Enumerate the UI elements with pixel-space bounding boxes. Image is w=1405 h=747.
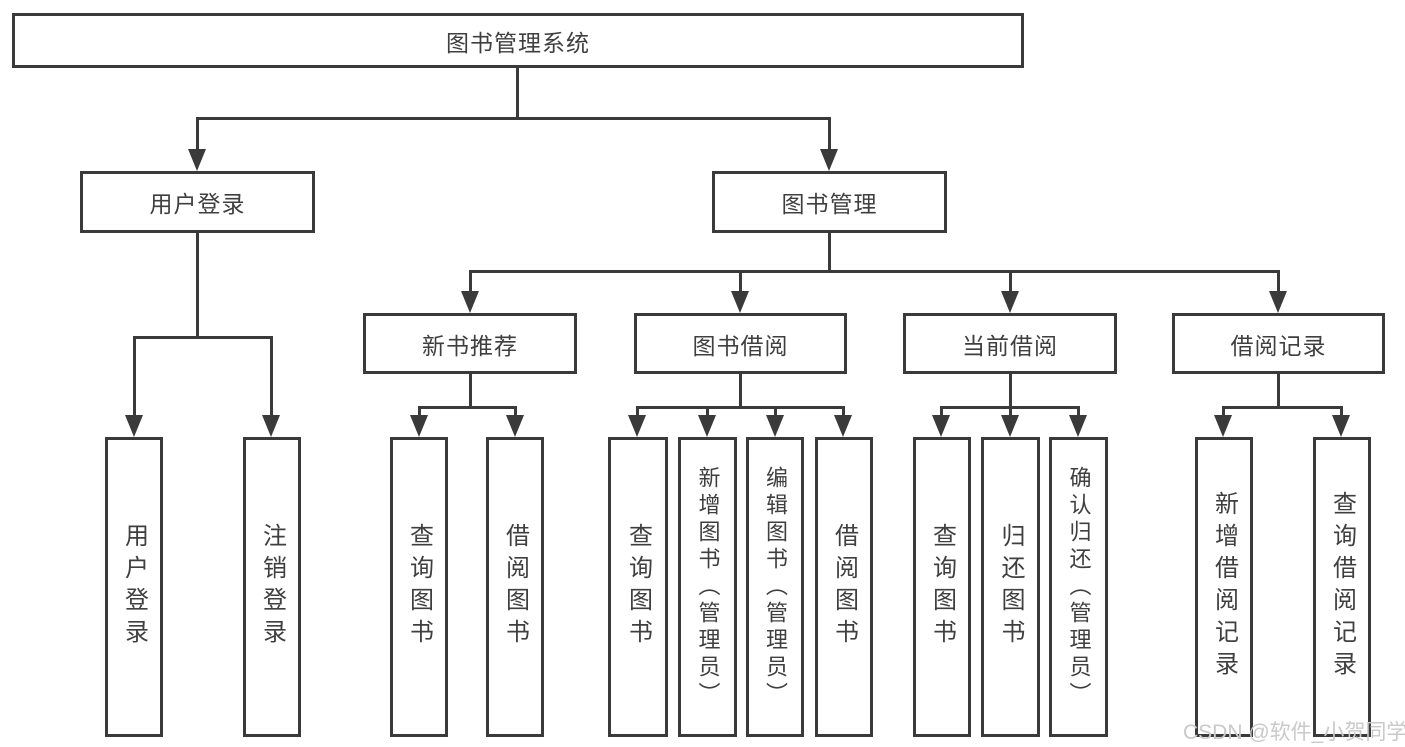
arrowhead-icon <box>506 415 524 437</box>
connector-vline <box>196 233 199 339</box>
connector-hline <box>636 406 844 409</box>
leaf-confirm-return-admin-label: 确认归还（管理员） <box>1066 465 1092 709</box>
leaf-current-query-books: 查询图书 <box>913 437 971 737</box>
node-borrow-records: 借阅记录 <box>1172 313 1385 374</box>
connector-vline <box>196 117 199 151</box>
node-book-management: 图书管理 <box>712 171 947 233</box>
connector-hline <box>1222 406 1342 409</box>
leaf-user-login-label: 用户登录 <box>120 523 148 651</box>
leaf-add-borrow-record-label: 新增借阅记录 <box>1210 491 1238 683</box>
leaf-recommend-borrow-books: 借阅图书 <box>486 437 544 737</box>
arrowhead-icon <box>262 415 280 437</box>
connector-vline <box>828 117 831 151</box>
connector-vline <box>1340 406 1343 418</box>
leaf-query-borrow-record: 查询借阅记录 <box>1313 437 1371 737</box>
connector-vline <box>940 406 943 418</box>
arrowhead-icon <box>628 415 646 437</box>
connector-vline <box>418 406 421 418</box>
leaf-query-borrow-record-label: 查询借阅记录 <box>1328 491 1356 683</box>
node-user-login-label: 用户登录 <box>149 191 246 217</box>
arrowhead-icon <box>125 415 143 437</box>
connector-hline <box>469 270 1279 273</box>
connector-vline <box>1009 270 1012 293</box>
arrowhead-icon <box>1001 291 1019 313</box>
connector-hline <box>418 406 517 409</box>
connector-vline <box>739 270 742 293</box>
connector-vline <box>133 336 136 417</box>
leaf-edit-books-admin: 编辑图书（管理员） <box>746 437 804 737</box>
leaf-return-books-label: 归还图书 <box>997 523 1024 651</box>
arrowhead-icon <box>410 415 428 437</box>
node-new-book-recommend-label: 新书推荐 <box>422 332 518 359</box>
node-current-borrow: 当前借阅 <box>903 313 1117 374</box>
connector-vline <box>514 406 517 418</box>
connector-vline <box>1077 406 1080 418</box>
arrowhead-icon <box>1069 415 1087 437</box>
leaf-return-books: 归还图书 <box>981 437 1040 737</box>
arrowhead-icon <box>1214 415 1232 437</box>
connector-vline <box>636 406 639 418</box>
connector-vline <box>1277 374 1280 409</box>
connector-hline <box>133 336 273 339</box>
leaf-borrow-query-books: 查询图书 <box>608 437 668 737</box>
node-user-login: 用户登录 <box>80 171 315 233</box>
connector-vline <box>516 68 519 120</box>
leaf-add-books-admin-label: 新增图书（管理员） <box>695 465 721 709</box>
arrowhead-icon <box>698 415 716 437</box>
arrowhead-icon <box>766 415 784 437</box>
leaf-add-books-admin: 新增图书（管理员） <box>678 437 737 737</box>
leaf-add-borrow-record: 新增借阅记录 <box>1195 437 1253 737</box>
connector-vline <box>1009 406 1012 418</box>
arrowhead-icon <box>1269 291 1287 313</box>
node-root-label: 图书管理系统 <box>446 29 590 56</box>
leaf-user-login: 用户登录 <box>105 437 163 737</box>
connector-vline <box>706 406 709 418</box>
connector-vline <box>270 336 273 417</box>
leaf-logout-login: 注销登录 <box>243 437 301 737</box>
node-current-borrow-label: 当前借阅 <box>962 332 1058 359</box>
connector-hline <box>196 117 831 120</box>
node-book-borrow-label: 图书借阅 <box>692 332 789 359</box>
arrowhead-icon <box>731 291 749 313</box>
connector-vline <box>774 406 777 418</box>
leaf-confirm-return-admin: 确认归还（管理员） <box>1049 437 1108 737</box>
connector-vline <box>1009 374 1012 409</box>
leaf-current-query-books-label: 查询图书 <box>928 523 956 651</box>
node-borrow-records-label: 借阅记录 <box>1230 332 1327 359</box>
leaf-recommend-query-books: 查询图书 <box>390 437 448 737</box>
node-new-book-recommend: 新书推荐 <box>363 313 577 374</box>
arrowhead-icon <box>188 149 206 171</box>
node-root: 图书管理系统 <box>12 13 1024 68</box>
leaf-recommend-query-books-label: 查询图书 <box>405 523 433 651</box>
leaf-recommend-borrow-books-label: 借阅图书 <box>501 523 529 651</box>
csdn-watermark: CSDN @软件_小贺同学 <box>1183 721 1405 744</box>
leaf-edit-books-admin-label: 编辑图书（管理员） <box>763 465 788 709</box>
leaf-logout-login-label: 注销登录 <box>258 523 286 651</box>
leaf-borrow-query-books-label: 查询图书 <box>624 523 652 651</box>
arrowhead-icon <box>820 149 838 171</box>
connector-vline <box>739 374 742 409</box>
leaf-borrow-books: 借阅图书 <box>815 437 873 737</box>
arrowhead-icon <box>461 291 479 313</box>
arrowhead-icon <box>1001 415 1019 437</box>
arrowhead-icon <box>834 415 852 437</box>
connector-vline <box>1277 270 1280 293</box>
connector-vline <box>842 406 845 418</box>
connector-vline <box>469 374 472 409</box>
connector-vline <box>1222 406 1225 418</box>
leaf-borrow-books-label: 借阅图书 <box>830 523 858 651</box>
node-book-borrow: 图书借阅 <box>634 313 847 374</box>
node-book-management-label: 图书管理 <box>781 191 878 217</box>
connector-vline <box>469 270 472 293</box>
arrowhead-icon <box>1332 415 1350 437</box>
connector-vline <box>828 233 831 273</box>
arrowhead-icon <box>932 415 950 437</box>
